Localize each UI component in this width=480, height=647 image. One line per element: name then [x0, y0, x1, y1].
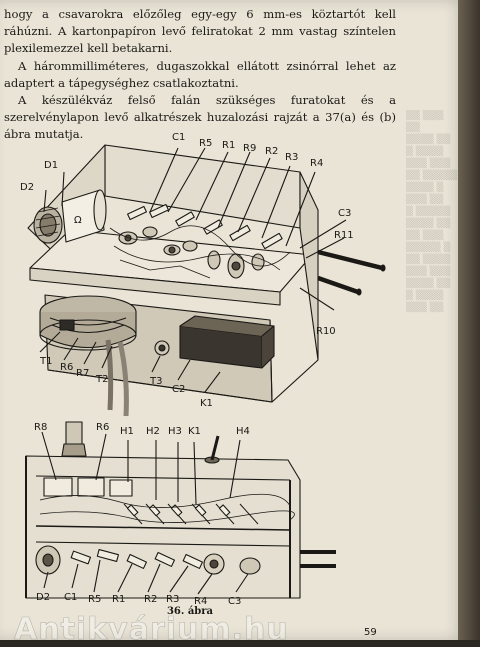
paragraph-2: A hárommilliméteres, dugaszokkal ellátot… — [4, 58, 396, 90]
label-r3: R3 — [285, 152, 298, 163]
label-r8: R8 — [34, 422, 47, 433]
label-d2-bottom: D2 — [36, 592, 50, 603]
label-h4: H4 — [236, 426, 250, 437]
label-r6-bottom: R6 — [96, 422, 109, 433]
book-spine — [458, 0, 480, 640]
paragraph-1: hogy a csavarokra előzőleg egy-egy 6 mm-… — [4, 7, 396, 56]
label-r9: R9 — [243, 143, 256, 154]
label-h3: H3 — [168, 426, 182, 437]
label-h2: H2 — [146, 426, 160, 437]
label-t3: T3 — [149, 376, 162, 387]
figure-caption: 36. ábra — [166, 606, 214, 617]
label-d1: D1 — [44, 160, 58, 171]
paragraph-3: A készülékváz felső falán szükséges fura… — [4, 93, 396, 142]
book-page: hogy a csavarokra előzőleg egy-egy 6 mm-… — [0, 0, 466, 647]
label-k1-top: K1 — [200, 398, 213, 409]
show-through-text: ▒▒ ▒▒▒ ▒▒▒▒▒▒ ▒▒▒ ▒▒▒▒▒▒▒ ▒▒▒▒▒ ▒▒▒▒▒▒▒▒… — [406, 111, 458, 313]
label-d2: D2 — [20, 182, 34, 193]
label-r4: R4 — [310, 158, 323, 169]
label-r7: R7 — [76, 368, 89, 379]
bottom-chassis-drawing — [25, 421, 336, 599]
label-r5-bottom: R5 — [88, 594, 101, 605]
label-c2: C2 — [172, 384, 185, 395]
page-number: 59 — [364, 627, 377, 638]
label-t1: T1 — [39, 356, 52, 367]
label-r4-bottom: R4 — [194, 596, 207, 607]
watermark-logo: Antikvárium.hu — [14, 612, 289, 647]
label-r6: R6 — [60, 362, 73, 373]
label-k1-bottom: K1 — [188, 426, 201, 437]
svg-text:Ω: Ω — [74, 215, 82, 226]
top-chassis-drawing: Ω — [27, 144, 386, 417]
label-r10: R10 — [316, 326, 336, 337]
body-text: hogy a csavarokra előzőleg egy-egy 6 mm-… — [4, 6, 396, 144]
label-c3: C3 — [338, 208, 351, 219]
label-t2: T2 — [95, 374, 108, 385]
label-r1: R1 — [222, 140, 235, 151]
label-c1: C1 — [172, 132, 185, 143]
label-r1-bottom: R1 — [112, 594, 125, 605]
label-h1: H1 — [120, 426, 134, 437]
label-c1-bottom: C1 — [64, 592, 77, 603]
figure-36: Ω — [0, 120, 400, 610]
label-c3-bottom: C3 — [228, 596, 241, 607]
label-r2: R2 — [265, 146, 278, 157]
label-r11: R11 — [334, 230, 354, 241]
label-r2-bottom: R2 — [144, 594, 157, 605]
circuit-illustration: Ω — [20, 132, 386, 607]
label-r3-bottom: R3 — [166, 594, 179, 605]
label-r5: R5 — [199, 138, 212, 149]
